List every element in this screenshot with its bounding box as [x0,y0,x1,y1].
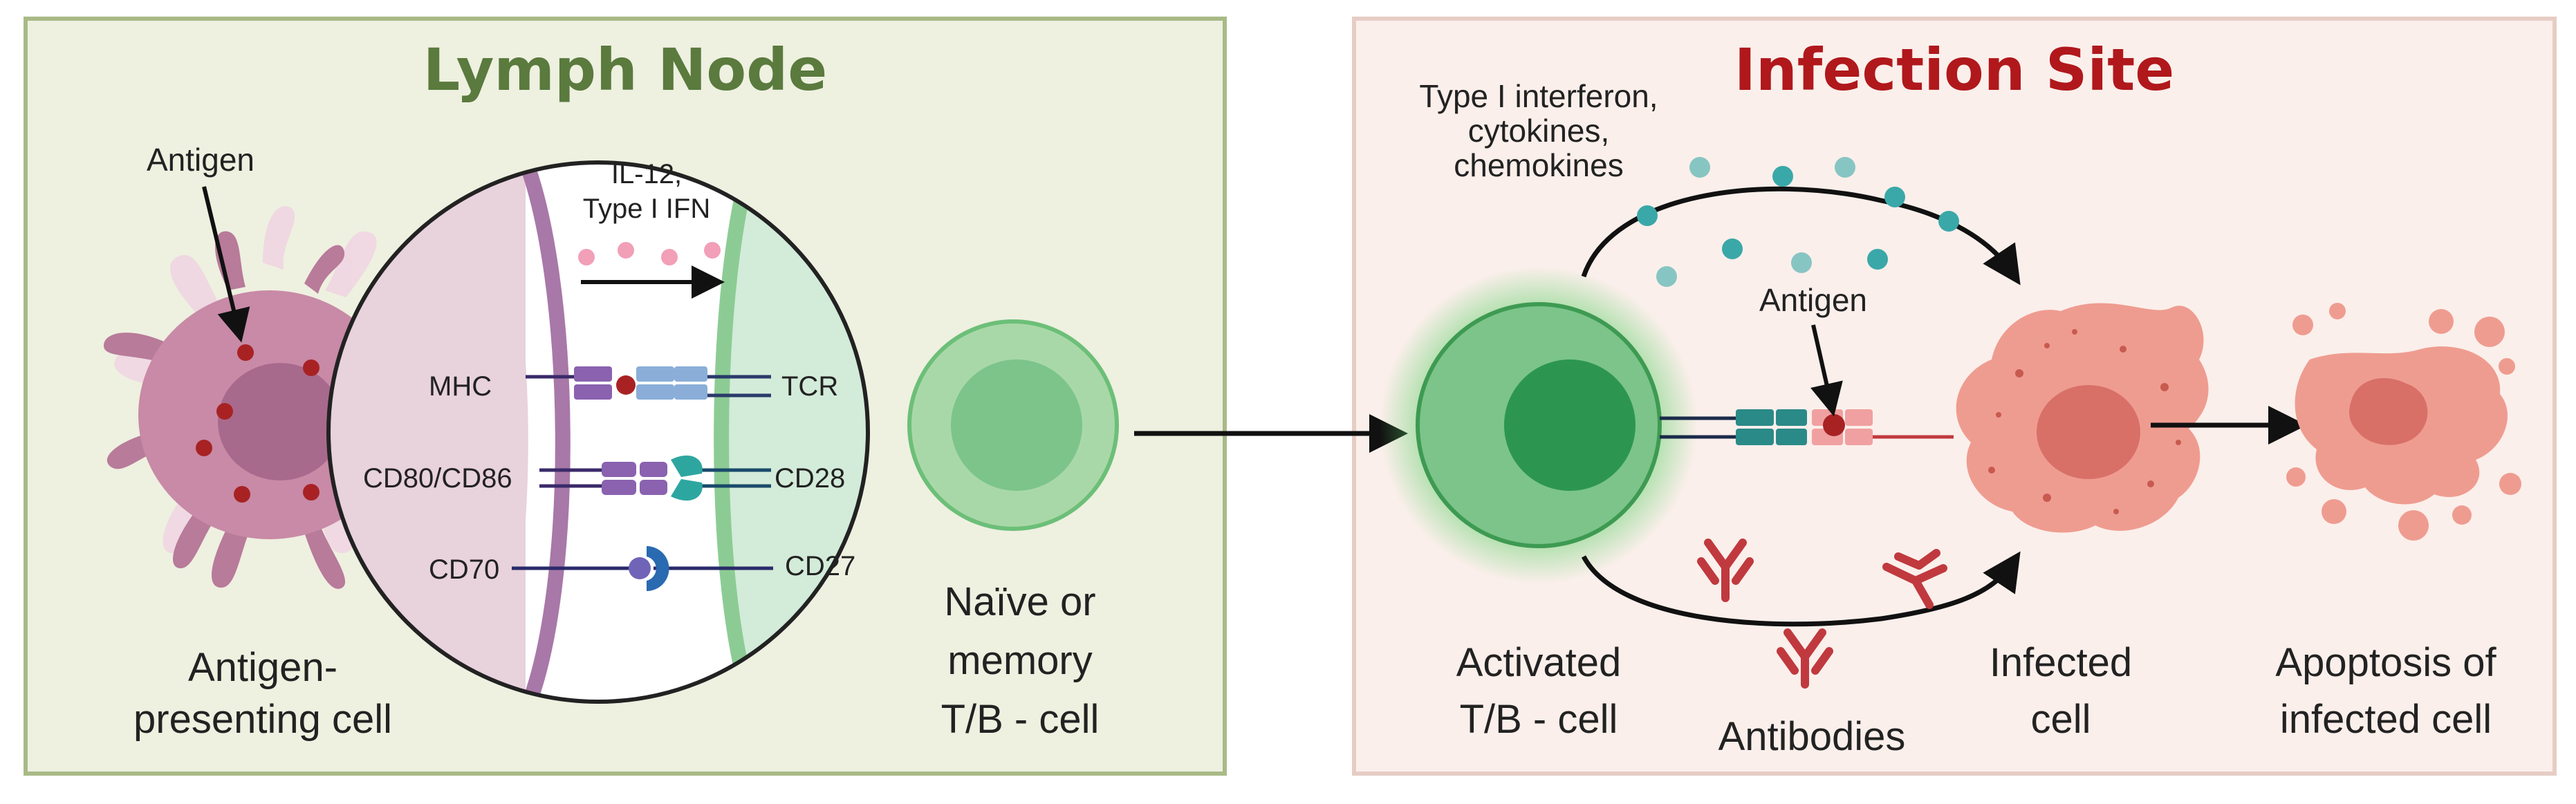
naive-label-line2: memory [947,638,1092,683]
apoptosis-label-line2: infected cell [2280,697,2492,742]
antibody-curve-arrow [1581,551,2021,627]
il12-label-line1: IL-12, [611,159,682,189]
antigen-pointer-infected [1810,324,1843,417]
cd80-cd28-complex [539,455,771,501]
il12-label-line2: Type I IFN [583,194,711,224]
apoptotic-cell [2286,303,2521,541]
infected-cell [1956,303,2209,533]
ifn-label-line2: cytokines, [1468,113,1610,149]
antibody-icons [1697,539,1947,689]
tcr-antigen-complex [1660,409,1954,445]
synapse-zoom-circle [326,160,870,704]
cytokine-curve-arrow [1581,186,2021,286]
antibodies-label: Antibodies [1718,714,1906,759]
infected-label-line2: cell [2030,697,2091,742]
antigen-label-apc: Antigen [147,142,254,178]
activated-label-line2: T/B - cell [1460,697,1618,742]
cd27-label: CD27 [785,551,855,581]
ifn-label-line3: chemokines [1454,147,1623,183]
cytokine-dots [1637,157,1959,287]
apoptosis-label-line1: Apoptosis of [2275,640,2496,685]
activated-t-b-cell [1380,266,1698,584]
lymph-node-title: Lymph Node [423,36,828,104]
cd28-label: CD28 [775,463,845,494]
tcr-label: TCR [781,371,838,402]
antigen-label-infected: Antigen [1759,282,1867,318]
naive-label-line3: T/B - cell [941,697,1100,742]
mhc-tcr-complex [526,366,771,400]
cd70-cd27-complex [512,546,773,591]
infection-site-title: Infection Site [1734,36,2175,104]
infected-label-line1: Infected [1990,640,2132,685]
antigen-pointer-apc [202,186,250,343]
naive-t-b-cell [907,319,1119,531]
activated-label-line1: Activated [1456,640,1622,685]
apc-label-line1: Antigen- [188,645,337,690]
il12-cytokine-dots [578,242,721,265]
mhc-label: MHC [429,371,492,402]
cd70-label: CD70 [429,554,499,585]
naive-label-line1: Naïve or [944,579,1095,624]
cd80-cd86-label: CD80/CD86 [363,463,512,494]
ifn-label-line1: Type I interferon, [1419,78,1658,114]
apc-label-line2: presenting cell [133,697,392,742]
